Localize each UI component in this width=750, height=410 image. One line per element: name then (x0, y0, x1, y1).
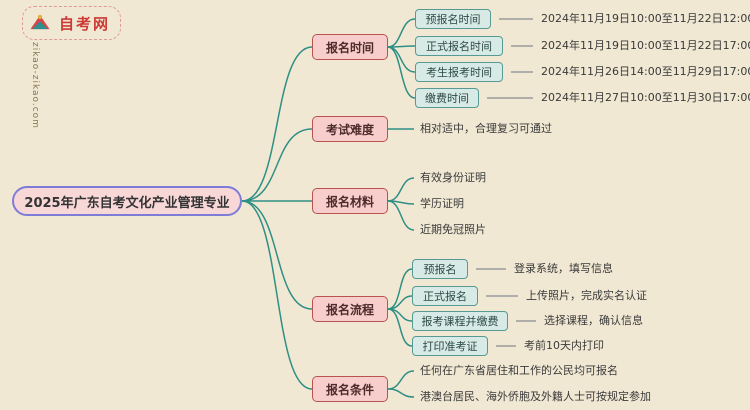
value-step-print-ticket: 考前10天内打印 (524, 339, 604, 352)
value-step-pre-register: 登录系统，填写信息 (514, 262, 613, 275)
leaf-step-pre-register: 预报名 (412, 259, 468, 279)
site-logo[interactable]: 自考网 (22, 6, 122, 40)
value-pre-registration-time: 2024年11月19日10:00至11月22日12:00 (541, 12, 750, 25)
leaf-step-enroll-pay: 报考课程并缴费 (412, 311, 508, 331)
leaf-condition-overseas: 港澳台居民、海外侨胞及外籍人士可按规定参加 (420, 390, 651, 403)
root-topic: 2025年广东自考文化产业管理专业 (12, 186, 242, 216)
site-logo-icon (30, 14, 50, 30)
branch-signup-conditions: 报名条件 (312, 376, 388, 402)
leaf-payment-time: 缴费时间 (415, 88, 479, 108)
leaf-condition-residents: 任何在广东省居住和工作的公民均可报名 (420, 364, 618, 377)
branch-signup-time: 报名时间 (312, 34, 388, 60)
leaf-recent-photo: 近期免冠照片 (420, 223, 486, 236)
value-step-enroll-pay: 选择课程，确认信息 (544, 314, 643, 327)
leaf-course-signup-time: 考生报考时间 (415, 62, 503, 82)
site-url: zikao-zikao.com (30, 42, 40, 129)
value-course-signup-time: 2024年11月26日14:00至11月29日17:00 (541, 65, 750, 78)
value-payment-time: 2024年11月27日10:00至11月30日17:00 (541, 91, 750, 104)
leaf-step-formal-register: 正式报名 (412, 286, 478, 306)
leaf-diploma-proof: 学历证明 (420, 197, 464, 210)
leaf-formal-registration-time: 正式报名时间 (415, 36, 503, 56)
branch-signup-process: 报名流程 (312, 296, 388, 322)
site-name: 自考网 (59, 14, 111, 33)
value-formal-registration-time: 2024年11月19日10:00至11月22日17:00 (541, 39, 750, 52)
branch-exam-difficulty: 考试难度 (312, 116, 388, 142)
branch-signup-materials: 报名材料 (312, 188, 388, 214)
leaf-step-print-ticket: 打印准考证 (412, 336, 488, 356)
leaf-id-proof: 有效身份证明 (420, 171, 486, 184)
value-step-formal-register: 上传照片，完成实名认证 (526, 289, 647, 302)
leaf-pre-registration-time: 预报名时间 (415, 9, 491, 29)
leaf-difficulty-note: 相对适中，合理复习可通过 (420, 122, 552, 135)
